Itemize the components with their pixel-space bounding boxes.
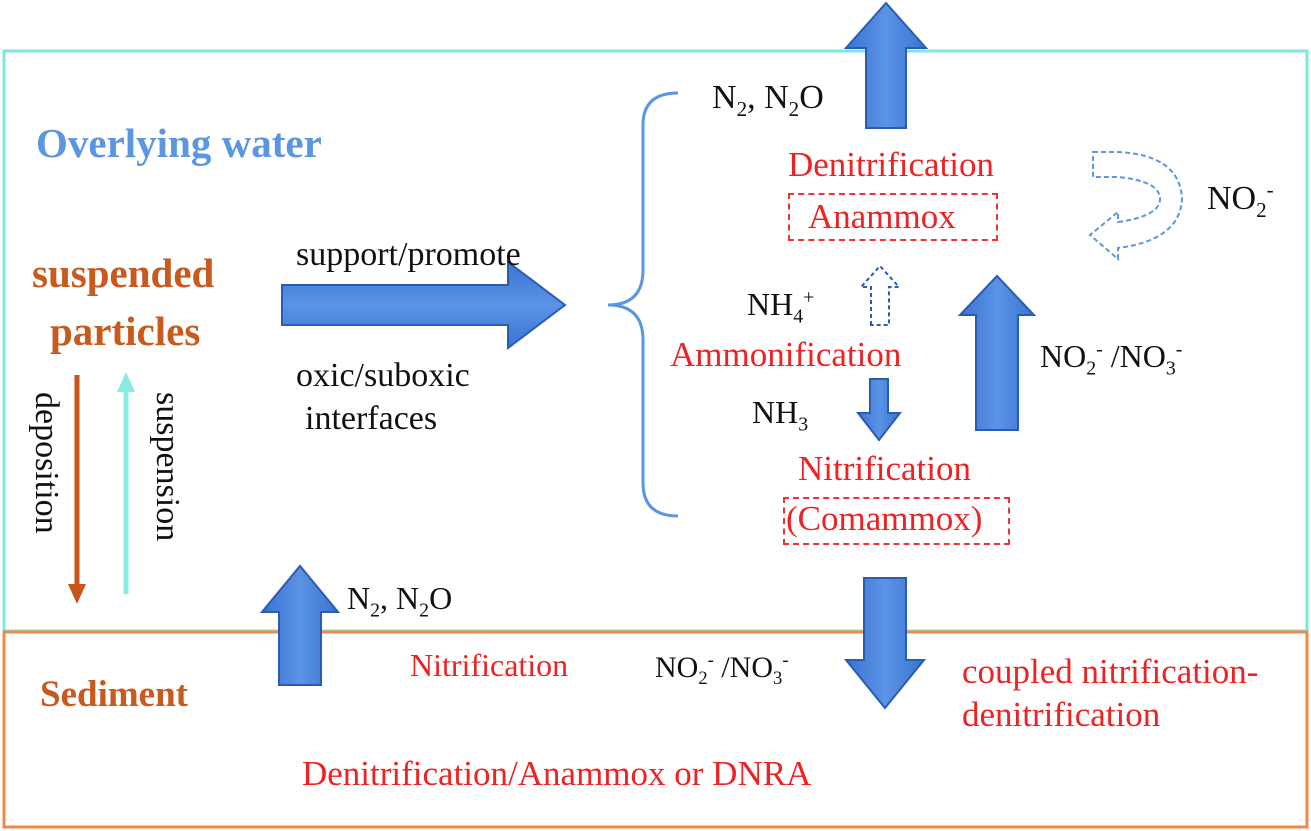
n2-n2o-top-label: N2, N2O <box>712 79 824 121</box>
no2-loop-dashed-arrow <box>1088 151 1184 262</box>
nitrification-label: Nitrification <box>798 449 972 488</box>
no2-no3-sediment-label: NO2- /NO3- <box>655 650 789 689</box>
suspension-label: suspension <box>149 392 186 542</box>
sediment-down-arrow <box>843 577 927 710</box>
nh4-dashed-arrow <box>858 264 902 326</box>
gas-emission-arrow-top <box>843 1 929 129</box>
suspended-particles-line1: suspended <box>32 250 215 296</box>
nitrate-up-arrow <box>957 274 1037 431</box>
suspended-particles-line2: particles <box>50 308 201 354</box>
process-bracket <box>607 91 679 518</box>
anammox-label: Anammox <box>808 197 956 236</box>
nh3-down-arrow <box>855 378 903 442</box>
ammonification-label: Ammonification <box>670 335 902 374</box>
sediment-nitrification-label: Nitrification <box>410 647 569 683</box>
deposition-label: deposition <box>28 392 65 534</box>
interfaces-label: interfaces <box>305 400 438 437</box>
sediment-title: Sediment <box>40 674 188 715</box>
no2-no3-right-label: NO2- /NO3- <box>1040 338 1183 380</box>
deposition-arrow <box>68 375 86 604</box>
comammox-box <box>783 497 1010 545</box>
anammox-box <box>788 193 998 241</box>
gas-emission-arrow-sediment <box>259 564 341 686</box>
n2-n2o-bottom-label: N2, N2O <box>347 580 453 622</box>
no2-loop-label: NO2- <box>1207 177 1274 222</box>
nh4-label: NH4+ <box>747 286 815 328</box>
support-promote-arrow <box>281 259 567 351</box>
coupled-nitrification-label-line1: coupled nitrification- <box>962 652 1259 691</box>
comammox-label: (Comammox) <box>786 499 983 538</box>
suspension-arrow <box>117 372 135 594</box>
nh3-label: NH3 <box>752 394 809 436</box>
sediment-bottom-processes-label: Denitrification/Anammox or DNRA <box>302 754 812 793</box>
denitrification-label: Denitrification <box>788 145 995 184</box>
oxic-suboxic-label: oxic/suboxic <box>296 357 470 394</box>
coupled-nitrification-label-line2: denitrification <box>962 695 1161 734</box>
sediment-region <box>2 630 1309 829</box>
support-promote-label: support/promote <box>296 236 521 273</box>
overlying-water-title: Overlying water <box>36 120 322 166</box>
